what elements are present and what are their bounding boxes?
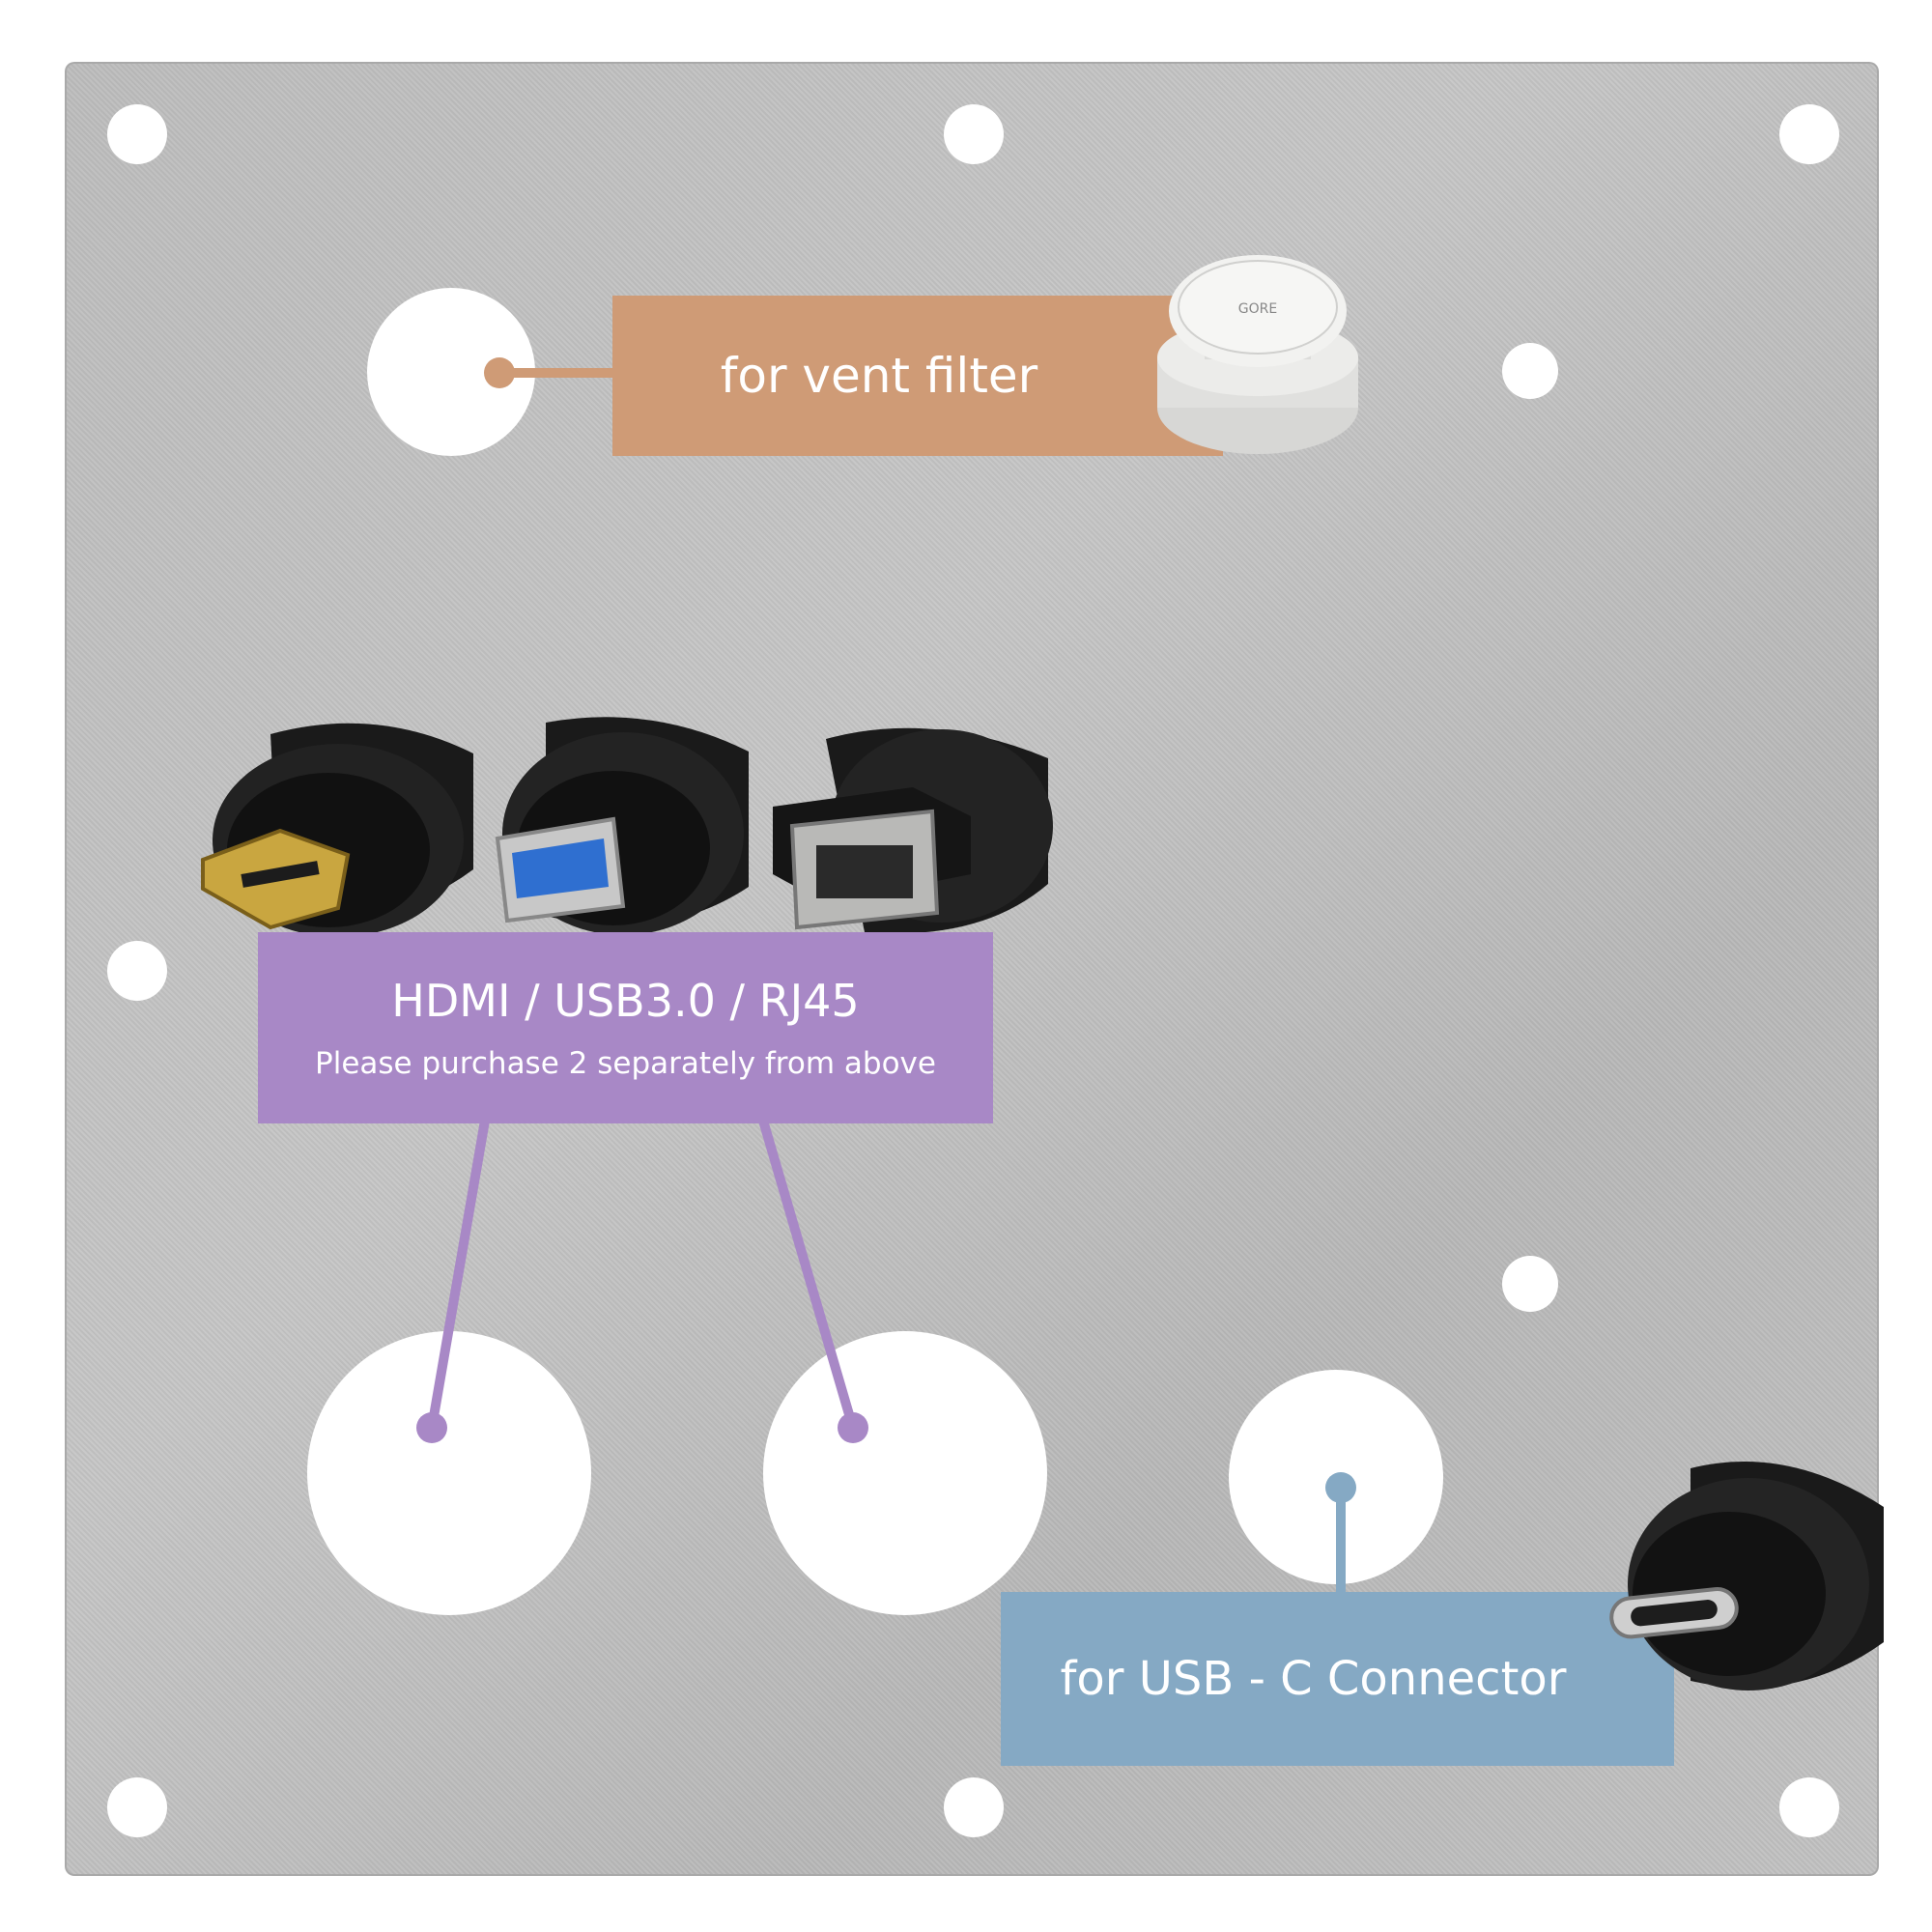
svg-text:GORE: GORE xyxy=(1238,301,1277,317)
mounting-hole-top-center xyxy=(944,104,1004,164)
usb3-connector-icon xyxy=(495,717,749,935)
usbc-connector-icon xyxy=(1609,1462,1884,1690)
mounting-hole-bottom-center xyxy=(944,1777,1004,1837)
mounting-hole-middle-left xyxy=(107,941,167,1001)
usbc-label: for USB - C Connector xyxy=(1001,1592,1674,1766)
mounting-hole-top-left xyxy=(107,104,167,164)
mounting-hole-bottom-left xyxy=(107,1777,167,1837)
hdmi-connector-icon xyxy=(201,723,473,937)
mounting-hole-top-right xyxy=(1779,104,1839,164)
ports-label: HDMI / USB3.0 / RJ45 Please purchase 2 s… xyxy=(258,932,993,1123)
usbc-label-text: for USB - C Connector xyxy=(1060,1652,1567,1706)
mounting-hole-bottom-right xyxy=(1779,1777,1839,1837)
small-hole-right-lower xyxy=(1502,1256,1558,1312)
ports-label-subtitle: Please purchase 2 separately from above xyxy=(315,1046,936,1081)
ports-label-title: HDMI / USB3.0 / RJ45 xyxy=(391,975,860,1027)
port-cutout-left xyxy=(307,1331,591,1615)
vent-filter-icon: GORE xyxy=(1157,255,1358,454)
vent-filter-label-text: for vent filter xyxy=(720,348,1038,404)
vent-filter-label: for vent filter xyxy=(612,296,1223,456)
port-cutout-middle xyxy=(763,1331,1047,1615)
rj45-connector-icon xyxy=(773,727,1053,934)
small-hole-right-upper xyxy=(1502,343,1558,399)
